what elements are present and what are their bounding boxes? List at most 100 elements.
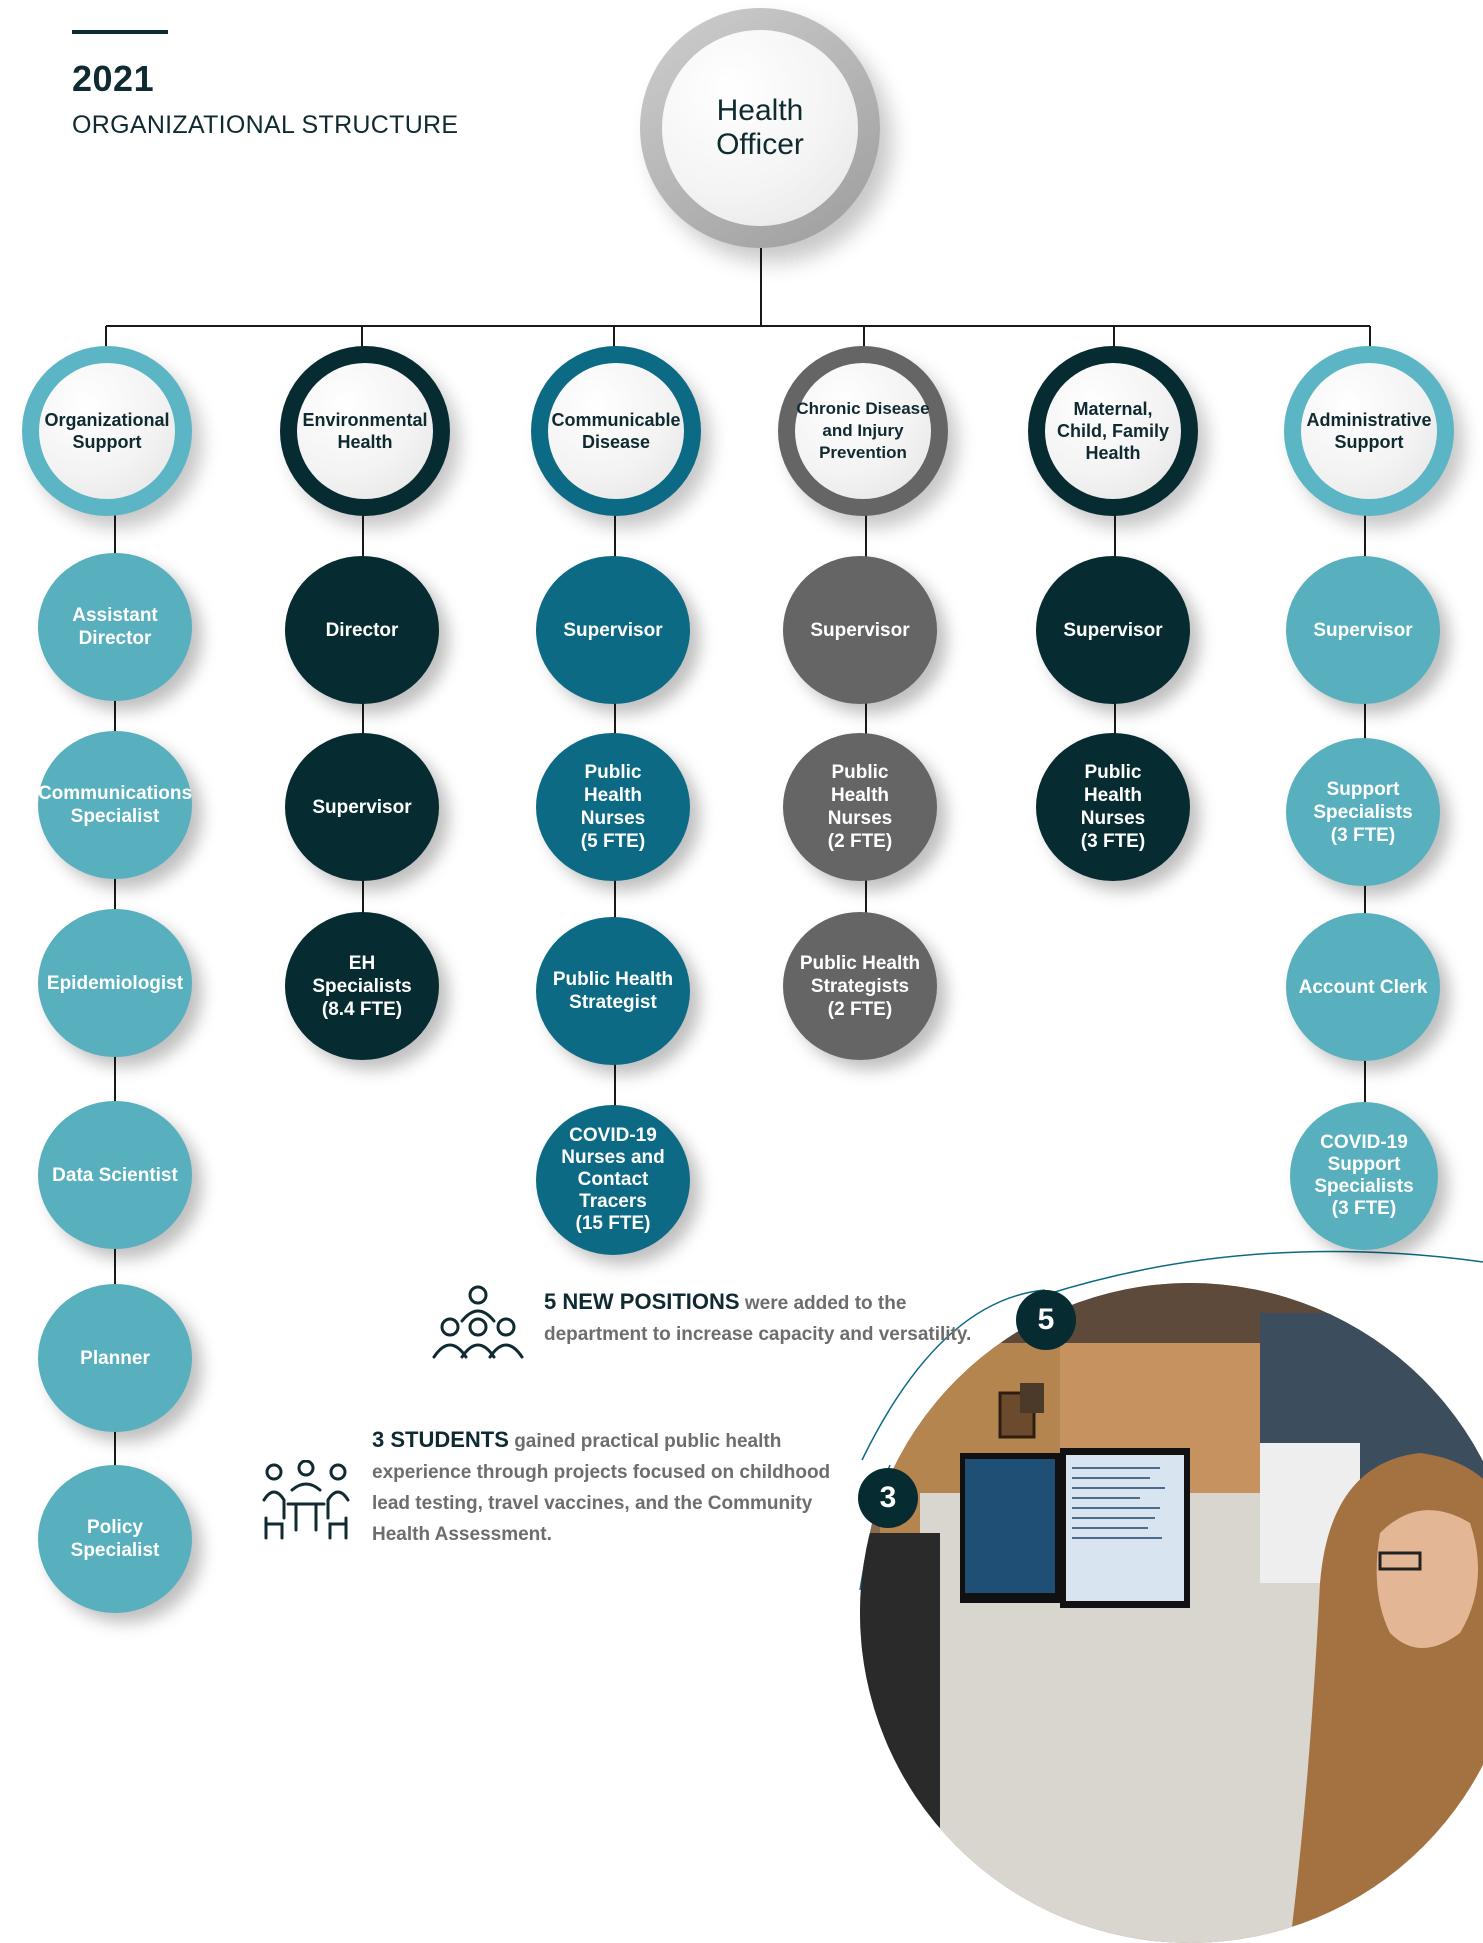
node-label: (3 FTE) xyxy=(1330,824,1396,846)
node-public-health-nurses: Public Health Nurses (2 FTE) xyxy=(783,733,937,881)
dept-label: Disease xyxy=(581,432,651,452)
node-public-health-strategists: Public Health Strategists (2 FTE) xyxy=(783,912,937,1060)
node-label: COVID-19 xyxy=(1320,1132,1408,1153)
node-label: Contact xyxy=(577,1169,649,1190)
node-supervisor: Supervisor xyxy=(285,733,439,881)
node-eh-specialists: EH Specialists (8.4 FTE) xyxy=(285,912,439,1060)
node-label: Supervisor xyxy=(1063,619,1163,641)
header-rule xyxy=(72,30,168,34)
dept-label: Child, Family xyxy=(1056,421,1170,441)
dept-label: Environmental xyxy=(302,410,428,430)
node-label: Public xyxy=(584,762,642,783)
health-officer-label: Officer xyxy=(716,128,804,161)
students-count-badge: 3 xyxy=(858,1468,918,1528)
node-label: Public xyxy=(831,762,889,783)
dept-label: Support xyxy=(72,432,142,452)
dept-label: Health xyxy=(337,432,393,452)
stat-text-line: lead testing, travel vaccines, and the C… xyxy=(372,1493,813,1514)
dept-environmental-health: Environmental Health xyxy=(280,346,450,516)
dept-label: Organizational xyxy=(44,410,170,430)
node-label: (3 FTE) xyxy=(1080,831,1146,852)
node-director: Director xyxy=(285,556,439,704)
node-label: Nurses xyxy=(827,808,893,829)
node-supervisor: Supervisor xyxy=(1286,556,1440,704)
dept-communicable-disease: Communicable Disease xyxy=(531,346,701,516)
dept-label: and Injury xyxy=(822,421,904,440)
node-label: Supervisor xyxy=(312,796,412,818)
node-public-health-strategist: Public Health Strategist xyxy=(536,917,690,1065)
node-label: Assistant xyxy=(72,605,158,626)
page-title: ORGANIZATIONAL STRUCTURE xyxy=(72,111,459,139)
node-supervisor: Supervisor xyxy=(536,556,690,704)
office-worker-photo xyxy=(860,1283,1483,1943)
node-label: Nurses xyxy=(580,808,646,829)
stat-new-positions: 5 NEW POSITIONS were added to the depart… xyxy=(544,1286,1014,1350)
dept-label: Support xyxy=(1334,432,1404,452)
node-label: (2 FTE) xyxy=(827,998,893,1020)
node-label: Account Clerk xyxy=(1298,976,1428,998)
node-label: Specialists xyxy=(1314,1176,1414,1197)
node-label: Strategists xyxy=(810,975,910,997)
node-label: Health xyxy=(1083,785,1143,806)
node-label: Health xyxy=(830,785,890,806)
node-planner: Planner xyxy=(38,1284,192,1432)
stat-text-line: department to increase capacity and vers… xyxy=(544,1324,972,1345)
node-epidemiologist: Epidemiologist xyxy=(38,909,192,1057)
dept-label: Administrative xyxy=(1306,410,1432,430)
node-label: Tracers xyxy=(579,1191,647,1212)
node-assistant-director: Assistant Director xyxy=(38,553,192,701)
dept-label: Communicable xyxy=(551,410,681,430)
node-label: Supervisor xyxy=(810,619,910,641)
node-support-specialists: Support Specialists (3 FTE) xyxy=(1286,738,1440,886)
node-supervisor: Supervisor xyxy=(783,556,937,704)
dept-chronic-disease: Chronic Disease and Injury Prevention xyxy=(778,346,948,516)
node-label: EH xyxy=(348,952,376,974)
node-policy-specialist: Policy Specialist xyxy=(38,1465,192,1613)
stat-count: 5 NEW POSITIONS xyxy=(544,1289,740,1314)
stat-text-line: experience through projects focused on c… xyxy=(372,1462,831,1483)
node-label: Public Health xyxy=(552,969,674,990)
node-label: Public Health xyxy=(799,952,921,974)
node-label: Communications xyxy=(37,783,193,804)
node-label: COVID-19 xyxy=(569,1125,657,1146)
dept-maternal-child-family-health: Maternal, Child, Family Health xyxy=(1028,346,1198,516)
node-label: Specialist xyxy=(70,806,160,827)
node-label: Health xyxy=(583,785,643,806)
meeting-people-icon xyxy=(262,1460,350,1540)
node-label: Nurses and xyxy=(561,1147,665,1168)
node-label: Specialists xyxy=(1313,801,1413,823)
node-supervisor: Supervisor xyxy=(1036,556,1190,704)
dept-label: Maternal, xyxy=(1073,399,1153,419)
node-label: Specialist xyxy=(70,1540,160,1561)
node-label: Strategist xyxy=(569,992,657,1013)
health-officer-node: Health Officer xyxy=(640,8,880,248)
node-label: Supervisor xyxy=(563,619,663,641)
node-covid-nurses-contact-tracers: COVID-19 Nurses and Contact Tracers (15 … xyxy=(536,1105,690,1255)
node-label: (15 FTE) xyxy=(575,1213,651,1234)
node-label: (5 FTE) xyxy=(580,831,646,852)
node-communications-specialist: Communications Specialist xyxy=(38,731,192,879)
node-label: Support xyxy=(1327,1154,1401,1175)
node-label: Specialists xyxy=(312,975,412,997)
dept-label: Health xyxy=(1085,443,1141,463)
stat-text-line: gained practical public health xyxy=(514,1431,782,1452)
node-label: Planner xyxy=(80,1347,150,1369)
node-label: Policy xyxy=(87,1517,143,1538)
node-label: (8.4 FTE) xyxy=(321,998,403,1020)
node-label: Nurses xyxy=(1080,808,1146,829)
dept-label: Prevention xyxy=(819,443,907,462)
node-account-clerk: Account Clerk xyxy=(1286,913,1440,1061)
group-of-people-icon xyxy=(432,1285,524,1359)
page-year: 2021 xyxy=(72,58,155,99)
node-covid-support-specialists: COVID-19 Support Specialists (3 FTE) xyxy=(1290,1102,1438,1250)
node-label: Director xyxy=(78,628,152,649)
node-public-health-nurses: Public Health Nurses (3 FTE) xyxy=(1036,733,1190,881)
node-label: Support xyxy=(1326,778,1400,800)
dept-label: Chronic Disease xyxy=(796,399,930,418)
dept-administrative-support: Administrative Support xyxy=(1284,346,1454,516)
node-data-scientist: Data Scientist xyxy=(38,1101,192,1249)
node-label: (2 FTE) xyxy=(827,831,893,852)
node-public-health-nurses: Public Health Nurses (5 FTE) xyxy=(536,733,690,881)
stat-students: 3 STUDENTS gained practical public healt… xyxy=(372,1424,872,1550)
node-label: Public xyxy=(1084,762,1142,783)
